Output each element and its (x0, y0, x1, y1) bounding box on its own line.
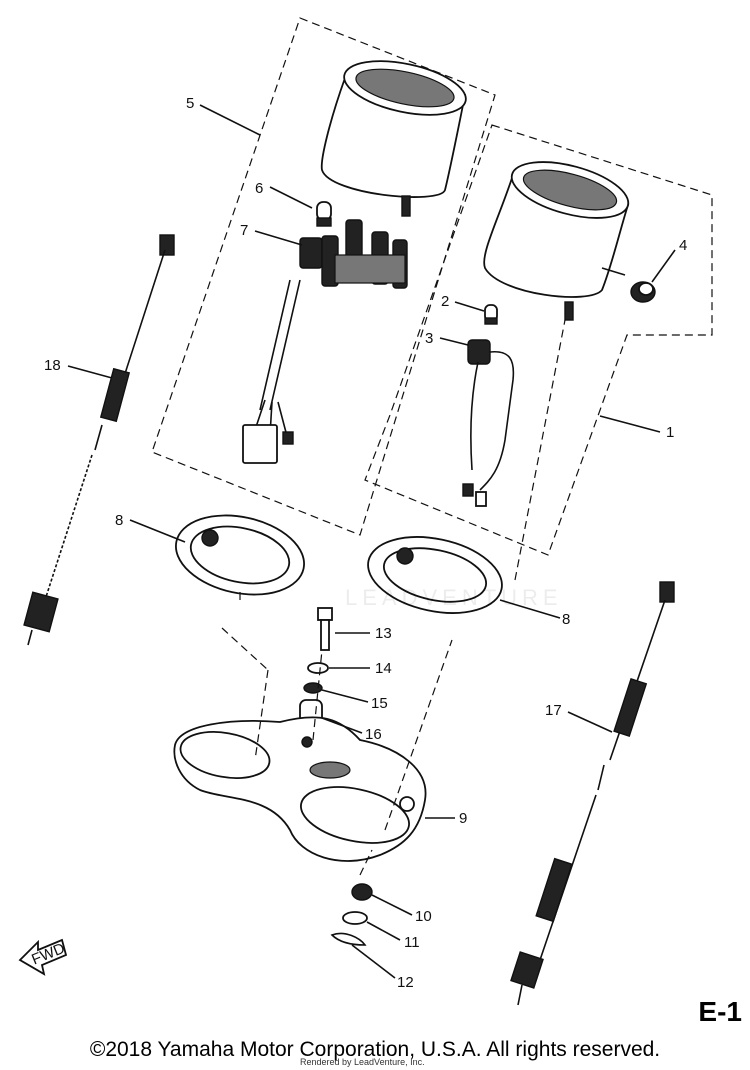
meter-bracket-9[interactable] (173, 716, 427, 862)
assembly-1-outline (364, 124, 713, 556)
grommet-10[interactable] (351, 883, 373, 901)
callout-16: 16 (365, 726, 382, 743)
reset-knob-4[interactable] (630, 281, 656, 303)
washer-14[interactable] (307, 662, 329, 674)
clip-12[interactable] (330, 932, 367, 946)
callout-2: 2 (441, 293, 449, 310)
meter-cable-17[interactable] (510, 581, 675, 1006)
callout-10: 10 (415, 908, 432, 925)
callout-1: 1 (666, 424, 674, 441)
meter-cable-18[interactable] (23, 234, 175, 646)
bezel-ring-8-left[interactable] (169, 504, 312, 605)
watermark-logo: LEADVENTURE (345, 585, 563, 610)
callout-6: 6 (255, 180, 263, 197)
callout-8b: 8 (562, 611, 570, 628)
callout-7: 7 (240, 222, 248, 239)
callout-5: 5 (186, 95, 194, 112)
washer-15[interactable] (303, 682, 323, 694)
bulb-2[interactable] (484, 304, 498, 325)
callout-17: 17 (545, 702, 562, 719)
callout-11: 11 (404, 934, 420, 951)
socket-assembly-7[interactable] (242, 219, 408, 464)
callout-18: 18 (44, 357, 61, 374)
copyright-notice: ©2018 Yamaha Motor Corporation, U.S.A. A… (89, 1038, 661, 1061)
bezel-ring-8-right[interactable] (361, 526, 509, 625)
callout-4: 4 (679, 237, 687, 254)
callout-12: 12 (397, 974, 414, 991)
callout-8a: 8 (115, 512, 123, 529)
callout-3: 3 (425, 330, 433, 347)
socket-3[interactable] (462, 339, 515, 507)
rendered-by-note: Rendered by LeadVenture, Inc. (300, 1057, 425, 1067)
leader-lines (67, 104, 676, 979)
forward-arrow-icon: FWD (18, 938, 67, 976)
page-code: E-1 (698, 996, 742, 1027)
washer-11[interactable] (342, 911, 368, 925)
bolt-13[interactable] (317, 607, 333, 651)
gauge-housing-5[interactable] (320, 52, 471, 217)
callout-15: 15 (371, 695, 388, 712)
assembly-5-outline (151, 17, 496, 536)
callout-13: 13 (375, 625, 392, 642)
callout-14: 14 (375, 660, 392, 677)
bulb-6[interactable] (316, 201, 332, 227)
gauge-housing-1[interactable] (483, 151, 634, 321)
callout-9: 9 (459, 810, 467, 827)
